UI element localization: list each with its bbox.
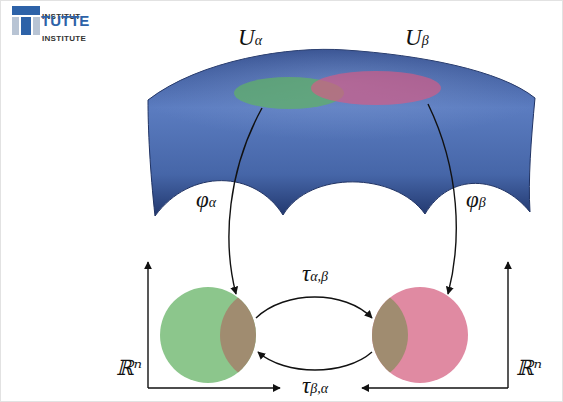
transition-label: τα,β: [302, 262, 328, 285]
map-arrows: [229, 104, 456, 370]
logo-text: TUTTE: [41, 12, 89, 30]
space-label: ℝⁿ: [116, 358, 142, 379]
transition-label: τβ,α: [302, 374, 328, 397]
map-label: φα: [196, 188, 216, 211]
transition-label: τβ,α: [302, 374, 328, 397]
chart-disk-green: [160, 287, 316, 383]
logo-mark: [12, 6, 40, 35]
chart-map-arrow: [428, 104, 456, 294]
space-label: ℝⁿ: [116, 358, 142, 379]
logo-text: INSTITUTE: [42, 35, 86, 43]
manifold-surface: [148, 49, 535, 216]
patch-outline: [310, 70, 442, 106]
map-label: φβ: [466, 188, 486, 211]
space-label: ℝⁿ: [516, 358, 542, 379]
chart-map-arrow: [229, 108, 262, 294]
surface-highlight: [148, 49, 535, 150]
map-label: φβ: [466, 188, 486, 211]
patch-label: Uβ: [405, 26, 429, 49]
coordinate-axes: [148, 262, 508, 388]
transition-arrow: [256, 297, 372, 318]
patch-label: Uα: [238, 26, 262, 49]
chart-patch: Uβ: [310, 70, 442, 106]
transition-arrow: [258, 352, 372, 370]
logo-text: TUTTE: [41, 13, 89, 28]
logo-text: INSTITUTE: [42, 27, 86, 45]
transition-label: τα,β: [302, 262, 328, 285]
space-label: ℝⁿ: [516, 358, 542, 379]
map-label: φα: [196, 188, 216, 211]
